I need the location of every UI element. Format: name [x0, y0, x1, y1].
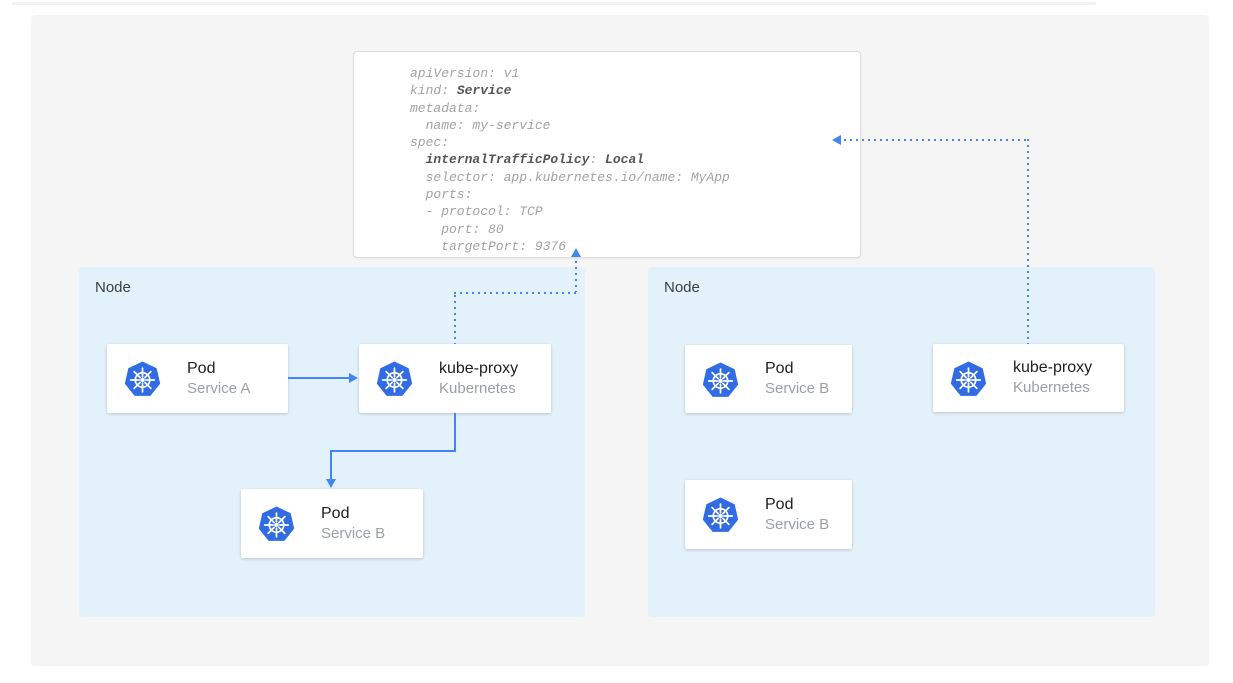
service-yaml-card: apiVersion: v1 kind: Service metadata: n…: [353, 51, 861, 258]
kubernetes-icon: [124, 360, 161, 397]
yaml-line: spec:: [410, 135, 450, 151]
arrow-right-watch-service-head: [832, 135, 841, 145]
yaml-line: metadata:: [410, 100, 481, 116]
arrow-right-watch-service-segment: [1027, 139, 1029, 344]
card-title: Pod: [765, 495, 794, 513]
node-label: Node: [664, 279, 700, 296]
node-label: Node: [95, 279, 131, 296]
arrow-left-watch-service-segment: [575, 261, 577, 292]
arrow-pod-a-to-kube-proxy-line: [288, 377, 350, 379]
card-title: kube-proxy: [1013, 359, 1093, 376]
arrow-right-watch-service-segment: [844, 139, 1029, 141]
card-pod-service-a: Pod Service A: [107, 344, 288, 413]
kubernetes-icon: [950, 360, 987, 397]
arrow-kube-proxy-to-pod-b-segment: [330, 450, 332, 481]
node-left: Node Pod Service A kube-proxy Kubernetes: [79, 267, 585, 617]
yaml-line: targetPort: 9376: [410, 238, 567, 254]
card-subtitle: Service B: [321, 524, 386, 542]
yaml-line: - protocol: TCP: [410, 204, 543, 220]
yaml-line: apiVersion: v1: [410, 66, 520, 81]
card-subtitle: Service B: [765, 380, 830, 397]
card-subtitle: Service B: [765, 515, 830, 533]
node-right: Node Pod Service B Pod Service B kube-pr: [648, 267, 1155, 617]
card-pod-service-b-1: Pod Service B: [685, 345, 852, 413]
arrow-left-watch-service-segment: [454, 295, 456, 344]
card-title: Pod: [765, 360, 794, 377]
arrow-left-watch-service-head: [571, 248, 581, 257]
arrow-kube-proxy-to-pod-b-head: [326, 479, 336, 488]
card-kube-proxy-left: kube-proxy Kubernetes: [359, 344, 551, 413]
yaml-line: selector: app.kubernetes.io/name: MyApp: [410, 169, 730, 185]
card-pod-service-b-2: Pod Service B: [685, 480, 852, 549]
card-subtitle: Kubernetes: [439, 379, 516, 397]
yaml-line: name: my-service: [410, 117, 551, 133]
yaml-line: port: 80: [410, 221, 504, 237]
arrow-kube-proxy-to-pod-b-segment: [454, 413, 456, 452]
kubernetes-icon: [376, 360, 413, 397]
card-pod-service-b-left: Pod Service B: [241, 489, 423, 558]
card-subtitle: Service A: [187, 379, 251, 397]
arrow-pod-a-to-kube-proxy-head: [349, 373, 358, 383]
arrow-left-watch-service-segment: [454, 292, 578, 294]
card-kube-proxy-right: kube-proxy Kubernetes: [933, 344, 1124, 412]
diagram-panel: apiVersion: v1 kind: Service metadata: n…: [31, 15, 1209, 666]
arrow-kube-proxy-to-pod-b-segment: [331, 450, 456, 452]
card-subtitle: Kubernetes: [1013, 379, 1090, 396]
yaml-line: ports:: [410, 187, 473, 203]
kubernetes-icon: [702, 496, 739, 533]
yaml-line-internal-traffic-policy: internalTrafficPolicy: Local: [425, 152, 645, 168]
card-title: Pod: [321, 504, 350, 522]
card-title: Pod: [187, 359, 216, 377]
kubernetes-icon: [702, 361, 739, 398]
card-title: kube-proxy: [439, 359, 519, 377]
top-divider: [12, 2, 1096, 5]
kubernetes-icon: [258, 505, 295, 542]
yaml-line: kind: Service: [410, 83, 512, 99]
